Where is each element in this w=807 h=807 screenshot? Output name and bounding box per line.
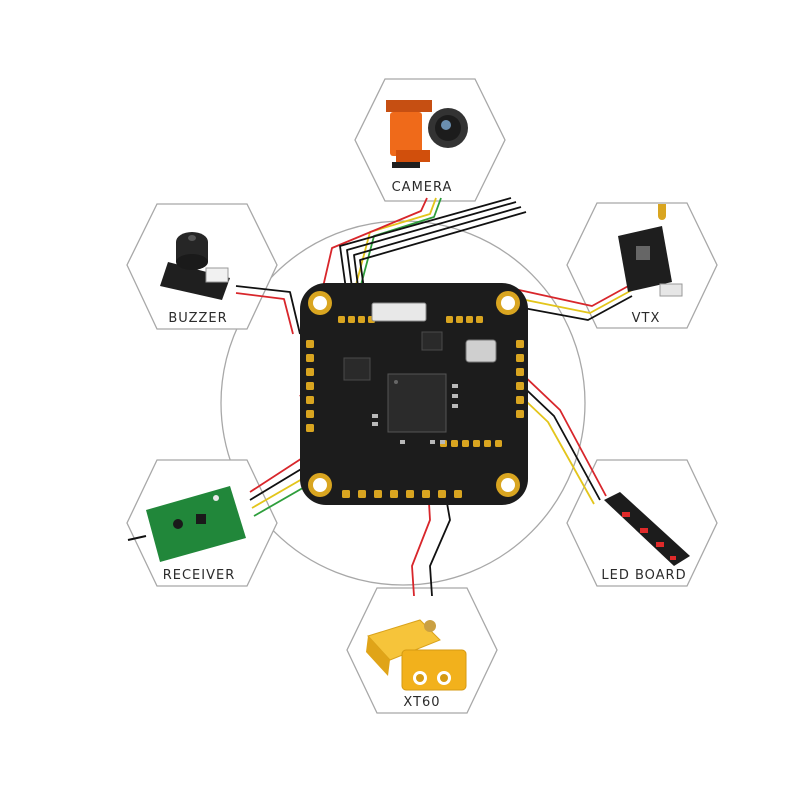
solder-pad — [495, 440, 502, 447]
solder-pad — [446, 316, 453, 323]
solder-pad — [516, 354, 524, 362]
solder-pad — [406, 490, 414, 498]
solder-pad — [306, 410, 314, 418]
solder-pad — [374, 490, 382, 498]
smd-components — [372, 384, 458, 444]
component-chip-1 — [343, 357, 371, 381]
hub-ring — [220, 220, 586, 586]
solder-pad — [358, 316, 365, 323]
solder-pad — [516, 368, 524, 376]
solder-pad — [306, 368, 314, 376]
solder-pad — [306, 340, 314, 348]
solder-pad — [306, 396, 314, 404]
solder-pad — [342, 490, 350, 498]
solder-pad — [306, 354, 314, 362]
solder-pad — [516, 382, 524, 390]
solder-pad — [466, 316, 473, 323]
mounting-holes — [308, 291, 520, 497]
label-receiver: RECEIVER — [163, 568, 236, 583]
wire-led-red — [519, 371, 607, 497]
receiver-image — [127, 486, 246, 562]
vtx-image — [618, 204, 683, 297]
solder-pad — [473, 440, 480, 447]
solder-pad — [348, 316, 355, 323]
xt60-image — [366, 619, 467, 691]
component-chip-2 — [421, 331, 443, 351]
top-connector — [371, 302, 427, 322]
label-vtx: VTX — [632, 311, 661, 326]
solder-pad — [456, 316, 463, 323]
solder-pad — [338, 316, 345, 323]
label-xt60: XT60 — [403, 695, 440, 710]
solder-pad — [306, 382, 314, 390]
solder-pad — [516, 410, 524, 418]
label-camera: CAMERA — [392, 180, 453, 195]
wire-buzzer-black — [235, 285, 301, 335]
usb-port — [465, 339, 497, 363]
led-board-image — [604, 492, 690, 566]
solder-pad — [516, 396, 524, 404]
label-buzzer: BUZZER — [168, 311, 227, 326]
solder-pad — [462, 440, 469, 447]
solder-pad — [358, 490, 366, 498]
solder-pad — [454, 490, 462, 498]
solder-pad — [451, 440, 458, 447]
solder-pad — [390, 490, 398, 498]
flight-controller-board — [300, 283, 528, 505]
camera-image — [386, 100, 468, 168]
buzzer-image — [160, 232, 230, 300]
solder-pad — [516, 340, 524, 348]
solder-pad — [422, 490, 430, 498]
wire-buzzer-red — [235, 292, 294, 335]
label-led-board: LED BOARD — [601, 568, 686, 583]
solder-pad — [476, 316, 483, 323]
hexagon-camera: CAMERA — [354, 78, 506, 202]
solder-pad — [306, 424, 314, 432]
solder-pad — [438, 490, 446, 498]
solder-pad — [484, 440, 491, 447]
mcu-chip — [387, 373, 447, 433]
